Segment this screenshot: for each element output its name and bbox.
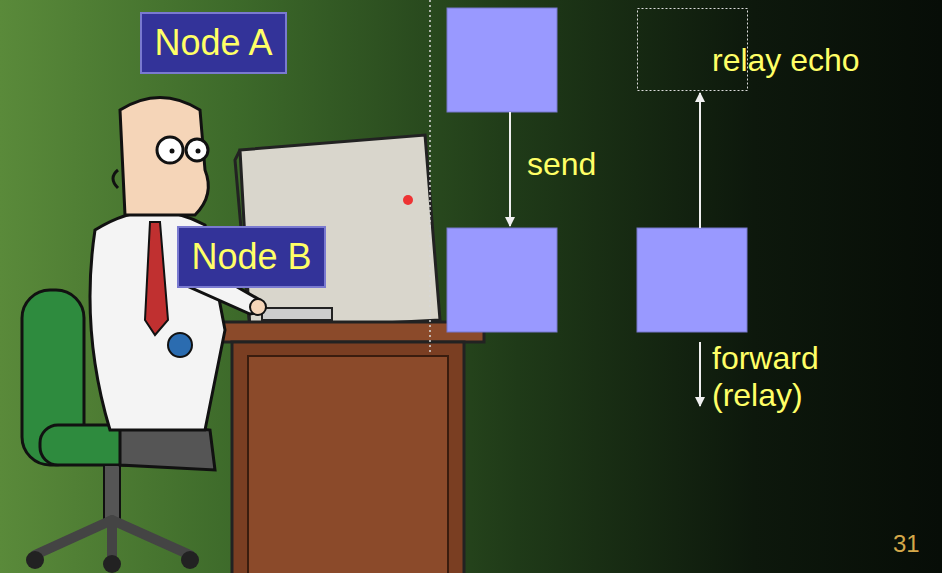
desk — [212, 322, 484, 573]
monitor-logo — [403, 195, 413, 205]
divider-line — [429, 0, 431, 355]
arrow-label: relay echo — [712, 42, 860, 79]
send-arrow — [509, 112, 511, 226]
arrow-label: send — [527, 146, 596, 183]
glasses — [157, 137, 183, 163]
chair-wheel — [103, 555, 121, 573]
badge — [168, 333, 192, 357]
hand — [250, 299, 266, 315]
ear — [113, 170, 118, 188]
tie — [145, 222, 168, 335]
arrow-label: forward (relay) — [712, 340, 862, 414]
packet-box — [637, 228, 747, 332]
echo-arrow — [699, 93, 701, 228]
eye — [196, 149, 201, 154]
page-number: 31 — [893, 530, 920, 558]
packet-box — [447, 228, 557, 332]
node-label-box: Node B — [177, 226, 326, 288]
chair-base — [35, 520, 190, 560]
chair-wheel — [26, 551, 44, 569]
node-label: Node A — [154, 22, 272, 63]
chair-pole — [104, 465, 120, 520]
node-label-box: Node A — [140, 12, 287, 74]
chair-wheel — [181, 551, 199, 569]
desk-top — [212, 322, 484, 342]
glasses — [186, 139, 208, 161]
desk-body — [232, 342, 464, 573]
packet-box — [447, 8, 557, 112]
head — [120, 98, 208, 216]
node-label: Node B — [191, 236, 311, 277]
eye — [170, 149, 175, 154]
forward-arrow — [699, 342, 701, 406]
keyboard — [262, 308, 332, 320]
desk-panel — [248, 356, 448, 573]
